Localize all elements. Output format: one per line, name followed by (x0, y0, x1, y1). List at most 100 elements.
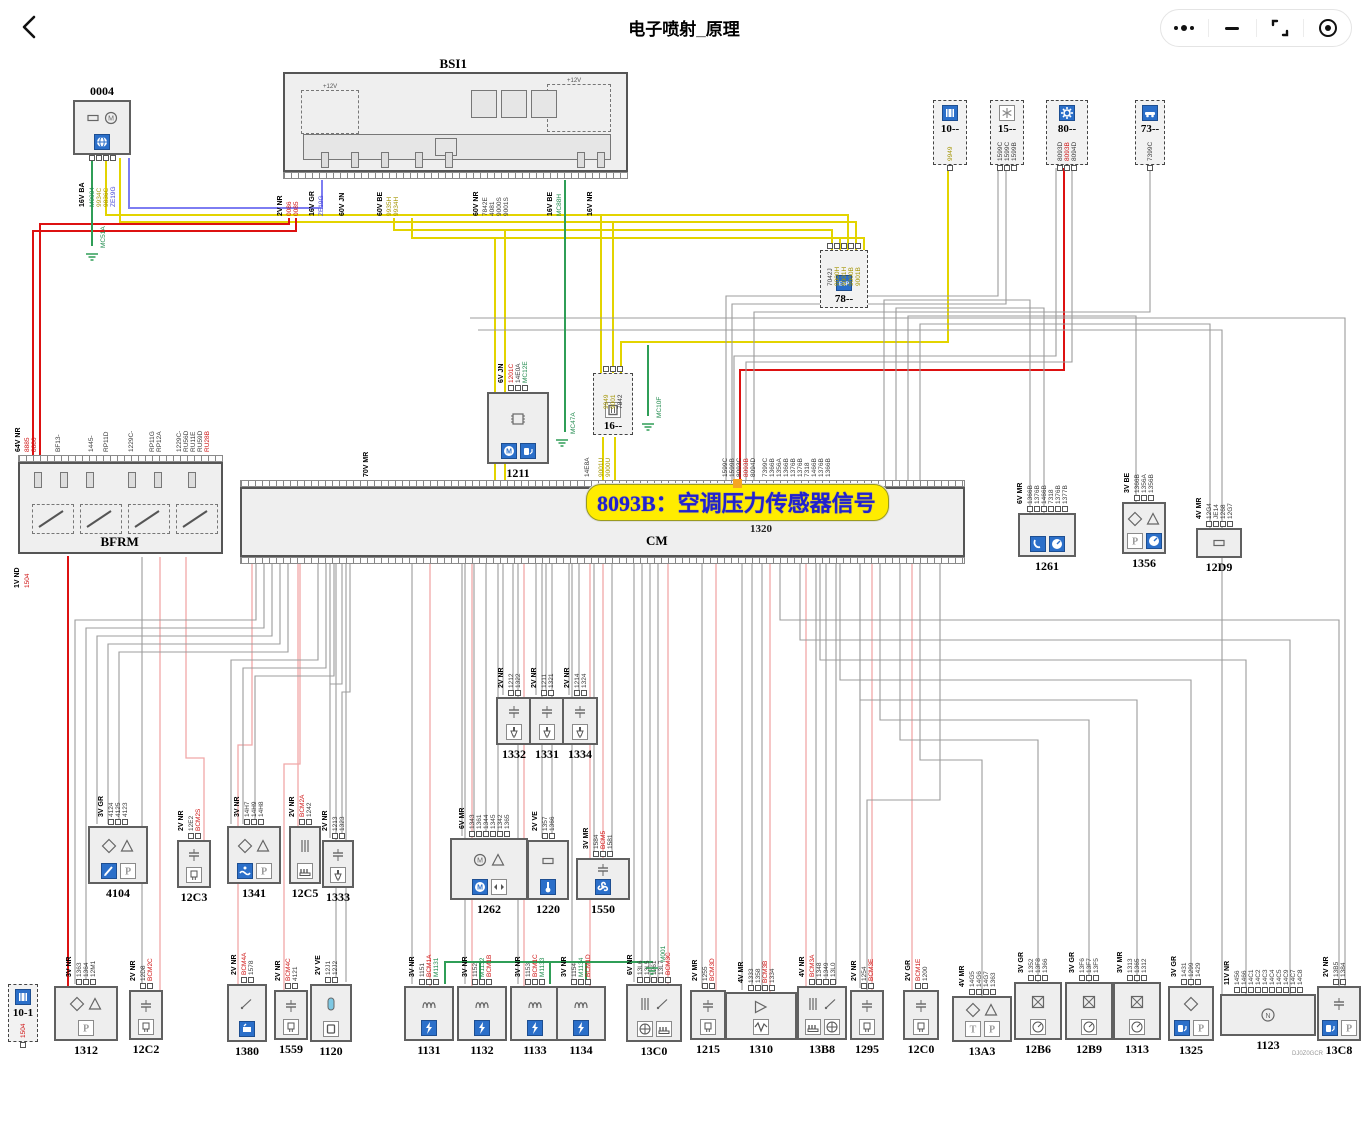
pin-terminal (708, 983, 715, 989)
pin-label: 12E2 (187, 815, 195, 831)
esp-blue: ESP (836, 275, 852, 291)
back-button[interactable] (16, 13, 44, 41)
wave-icon (753, 1019, 769, 1035)
highlighted-pin-marker[interactable] (733, 479, 742, 488)
pin-label: 7318 (804, 462, 811, 477)
pin-terminal (658, 977, 664, 983)
pin-label: 14C3 (1261, 969, 1269, 985)
bfrm-unit[interactable] (18, 462, 223, 554)
component-id-label: 1559 (279, 1042, 303, 1056)
component-id-label: 73-- (1140, 123, 1160, 135)
component-id-label: 15-- (997, 123, 1017, 135)
cap-symbol (539, 704, 555, 720)
wire (899, 557, 1039, 982)
pin-label: 13L0 (829, 962, 837, 977)
restore-icon[interactable] (1265, 13, 1295, 43)
component-icons: P (100, 863, 136, 879)
pin-terminal (1240, 987, 1247, 993)
bsi1-unit[interactable]: +12V+12V (283, 72, 628, 172)
pin-terminal (855, 243, 861, 249)
window-controls-pill (1160, 9, 1352, 47)
minimize-icon[interactable] (1217, 13, 1247, 43)
component-10--[interactable]: 10--9949 (933, 100, 967, 171)
more-dots-icon[interactable] (1169, 13, 1199, 43)
pin-label: 14G7 (982, 971, 990, 987)
pin-label: 1323 (338, 816, 346, 831)
component-body (562, 697, 598, 745)
connector-header-label: 3V NR (561, 956, 568, 977)
component-symbols (1211, 530, 1227, 556)
pin-label: M1132 (479, 957, 486, 977)
target-icon[interactable] (1313, 13, 1343, 43)
t-box: T (964, 1021, 981, 1037)
wire (919, 323, 1211, 528)
pin-label: RP11D (103, 431, 110, 452)
pin-label: 8885 (24, 437, 31, 452)
tri-symbol (87, 996, 103, 1012)
component-73--[interactable]: 73--7399C (1135, 100, 1165, 171)
wire-8093B-highlighted[interactable] (739, 168, 1065, 487)
pin-terminal (1261, 987, 1268, 993)
pin-terminal (600, 851, 606, 857)
component-body: M (487, 392, 549, 464)
pin-label: 1356A (1141, 474, 1148, 493)
wire (242, 557, 327, 824)
pin-terminal (305, 819, 312, 825)
connector-header-label: 4V MR (737, 961, 745, 983)
diagram-code-watermark: DJ0Z0GCR (1292, 1051, 1324, 1057)
pin-terminal (139, 983, 146, 989)
wire (799, 557, 1291, 994)
pin-label: 14E8A (584, 457, 591, 477)
pin-terminal (548, 833, 555, 839)
svg-text:P: P (1131, 537, 1137, 548)
connector-header-label: 2V NR (563, 667, 571, 688)
cap-symbol (700, 998, 716, 1014)
pin-terminal (1332, 979, 1339, 985)
pin-terminal (331, 833, 338, 839)
